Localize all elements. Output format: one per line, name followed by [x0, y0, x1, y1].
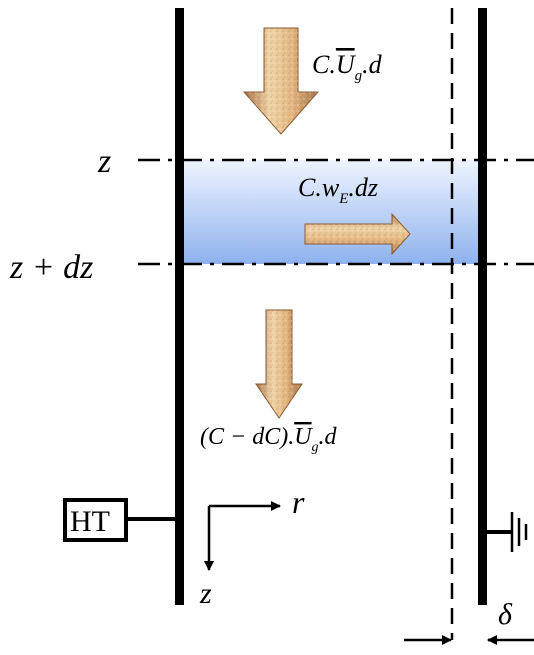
- coordinate-axes: [204, 501, 281, 571]
- z-dz-level-label: z + dz: [9, 249, 93, 286]
- inflow-arrow: [242, 27, 320, 135]
- drift-arrow: [304, 212, 411, 256]
- outflow-arrow: [255, 309, 303, 419]
- control-volume-slab: [182, 160, 482, 264]
- z-level-label: z: [97, 143, 111, 180]
- r-axis-label: r: [292, 484, 305, 520]
- ground-icon: [486, 512, 528, 552]
- outer-electrode: [478, 8, 487, 605]
- delta-label: δ: [498, 598, 513, 631]
- inner-electrode: [175, 8, 184, 605]
- z-axis-label: z: [199, 577, 212, 610]
- ht-label: HT: [70, 505, 110, 538]
- outflow-label: (C − dC).Ug.d: [200, 424, 338, 455]
- drift-label: C.wE.dz: [298, 173, 378, 207]
- inflow-label: C.Ug.d: [312, 50, 383, 84]
